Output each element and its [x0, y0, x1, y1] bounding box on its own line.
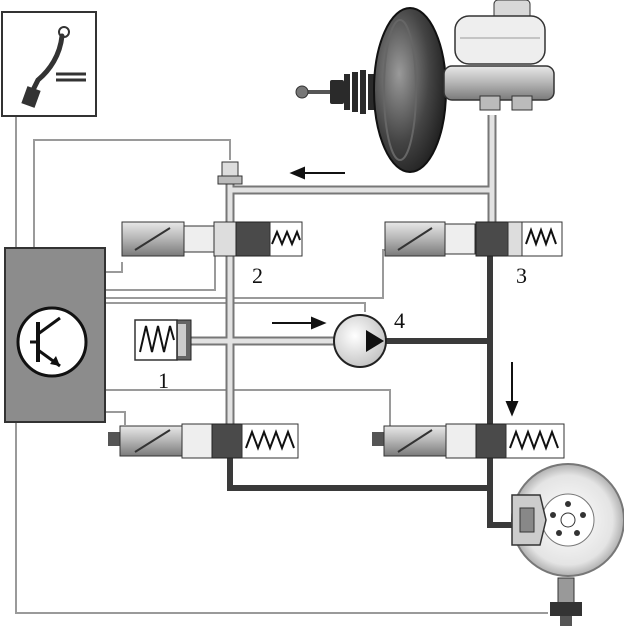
label-inlet-valve: 2 [252, 263, 263, 288]
brake-disc-assembly [511, 463, 624, 626]
label-outlet-valve: 3 [516, 263, 527, 288]
pressure-sensor [217, 161, 243, 185]
brake-booster [295, 7, 447, 173]
outlet-solenoid-valve-lower [372, 423, 565, 459]
hydraulic-lines-return [227, 255, 512, 528]
return-pump [333, 314, 387, 368]
arrow-icon [272, 166, 519, 417]
ecu-transistor-icon [16, 306, 88, 378]
brake-pedal-icon [1, 11, 97, 117]
ecu-control-unit [4, 247, 106, 423]
label-pump: 4 [394, 308, 405, 333]
outlet-solenoid-valve-upper [384, 221, 563, 257]
low-pressure-accumulator [134, 319, 192, 361]
label-check-valve: 1 [158, 368, 169, 393]
inlet-solenoid-valve-lower [108, 423, 299, 459]
master-cylinder [443, 0, 555, 111]
inlet-solenoid-valve-upper [121, 221, 303, 257]
